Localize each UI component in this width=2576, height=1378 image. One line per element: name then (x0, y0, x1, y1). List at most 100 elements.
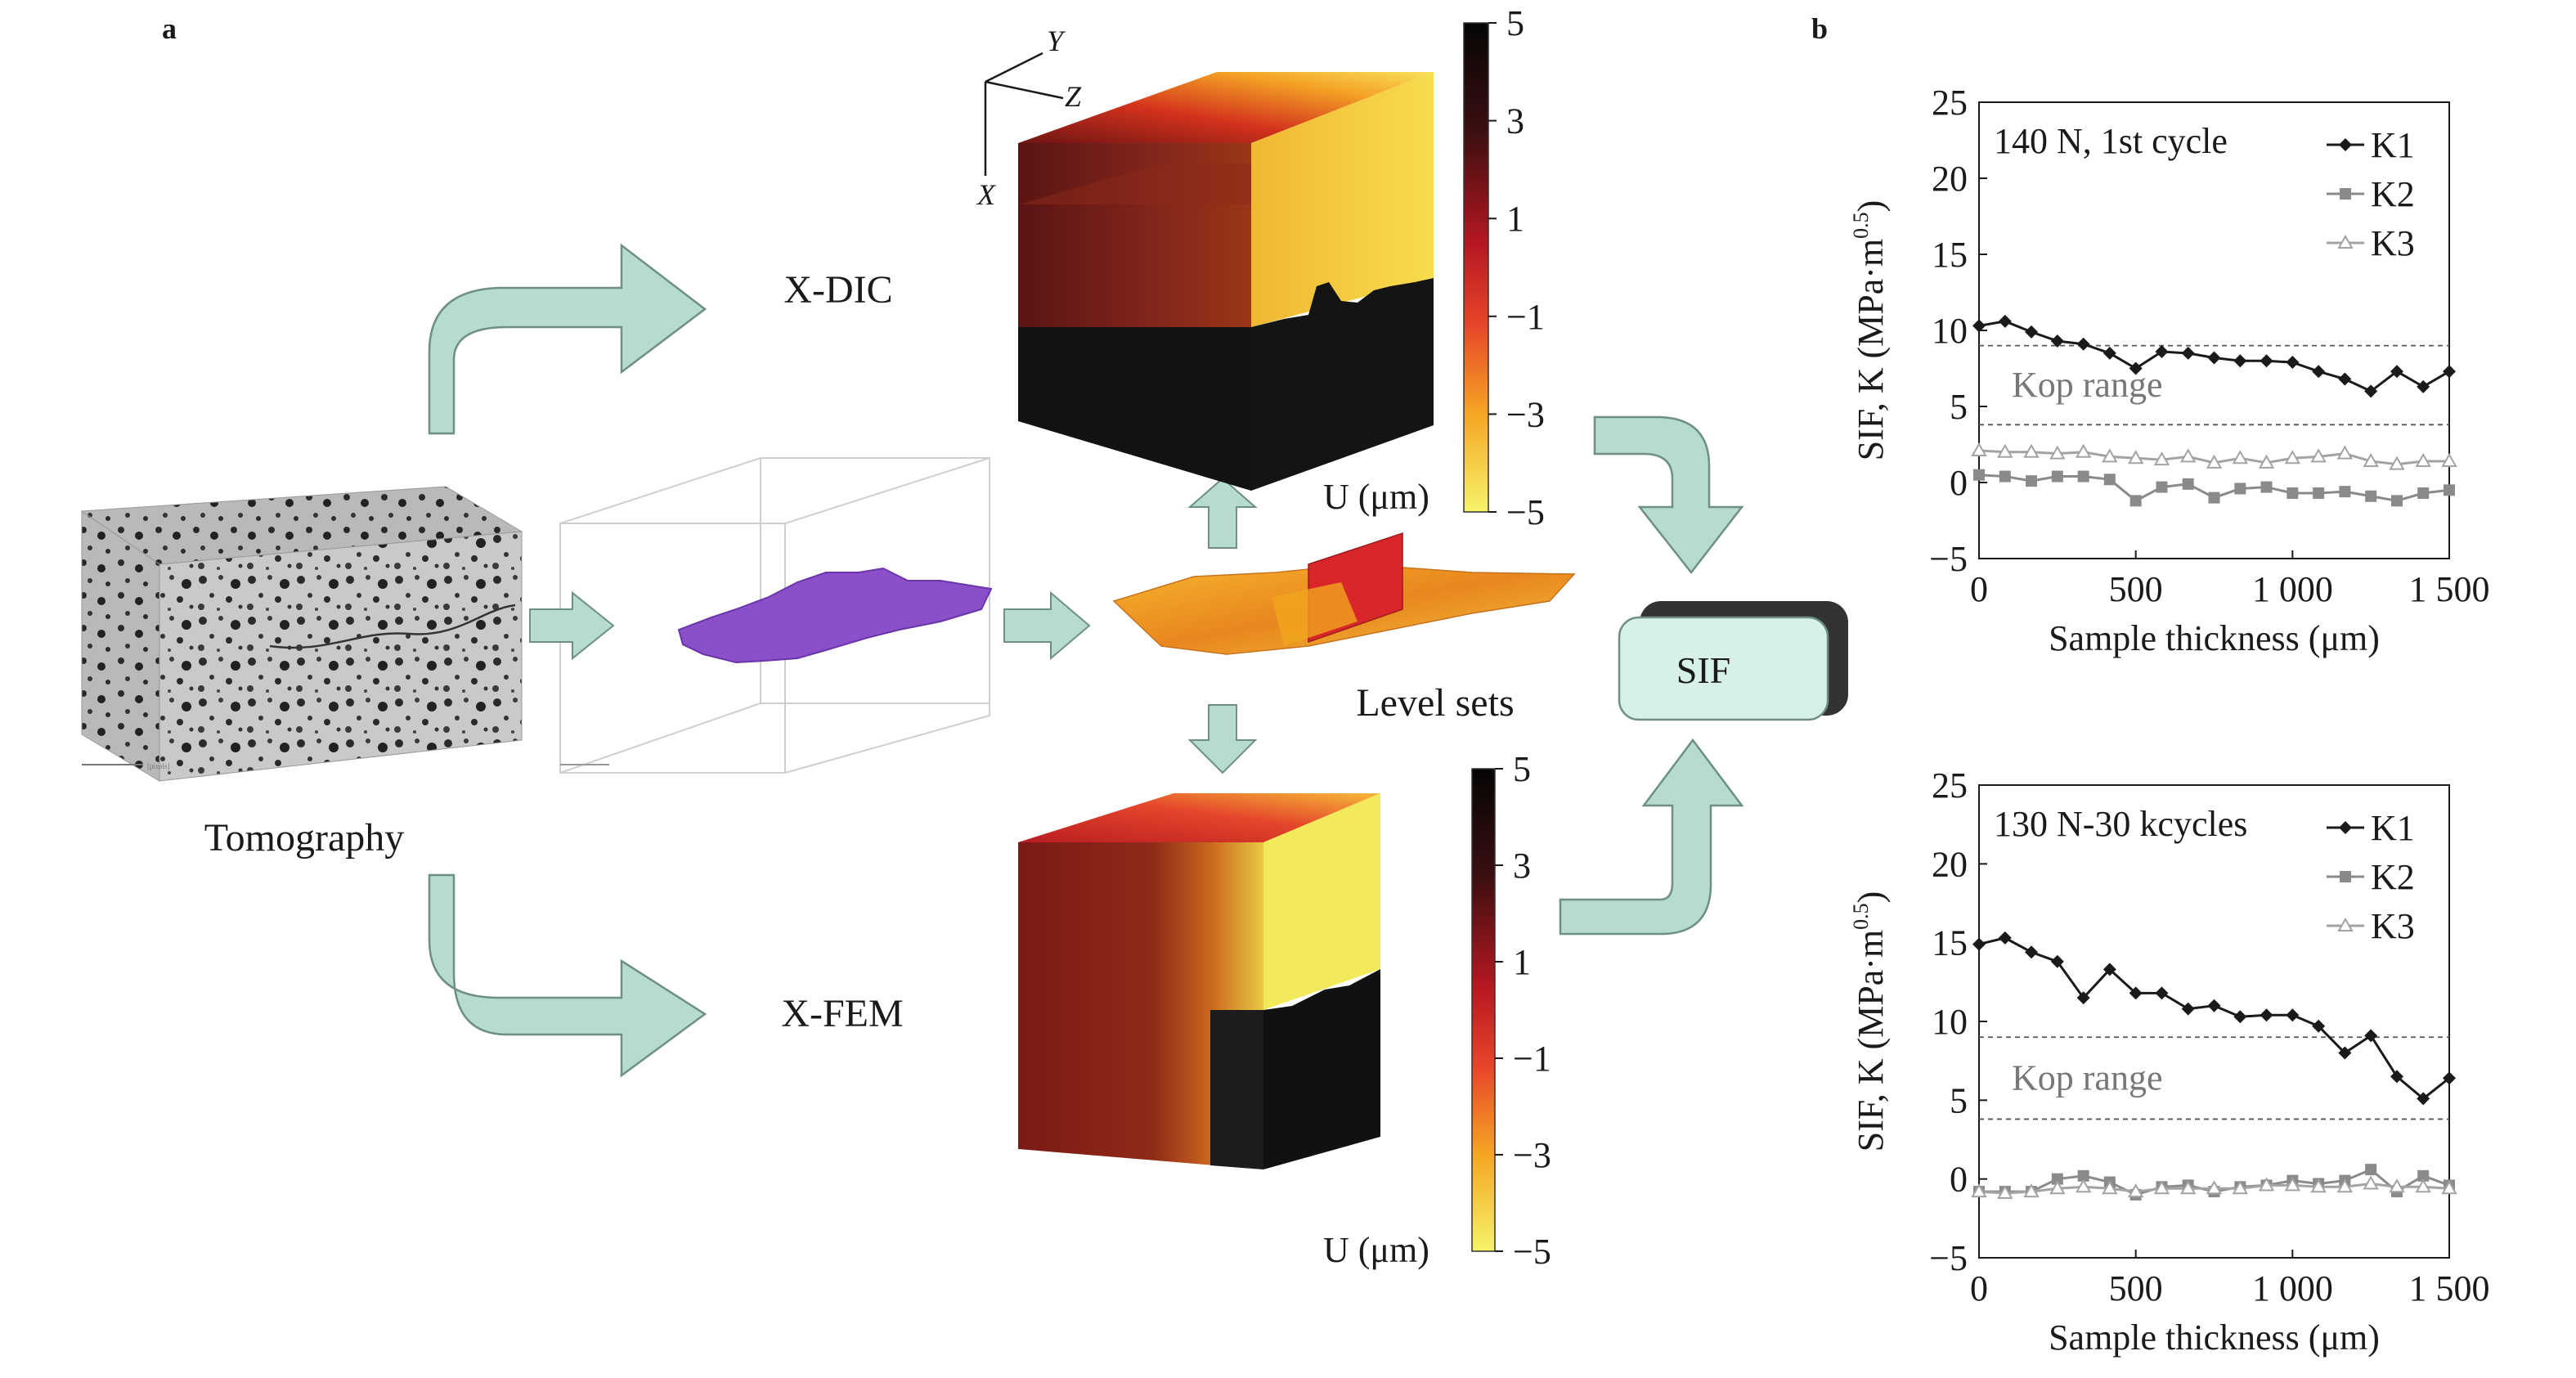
data-point (2077, 1169, 2089, 1182)
data-point (2258, 454, 2275, 469)
data-point (2155, 986, 2169, 1000)
x-tick-label: 1 500 (2409, 569, 2490, 609)
x-tick-label: 1 000 (2252, 569, 2333, 609)
arrow-tomo-to-wire (529, 590, 615, 661)
data-point (2075, 1178, 2092, 1193)
data-point (2103, 346, 2116, 360)
data-point (2260, 354, 2273, 368)
legend-label: K3 (2371, 223, 2415, 263)
arrow-to-xdic (428, 243, 707, 435)
y-tick-label: 25 (1932, 765, 1968, 806)
series-k1 (1972, 931, 2456, 1106)
data-point (2129, 361, 2143, 375)
colorbar-tick-label: −1 (1513, 1039, 1551, 1079)
data-point (2129, 495, 2142, 507)
xdic-cube (1018, 72, 1434, 491)
data-point (2417, 487, 2430, 500)
y-tick-label: 10 (1932, 1002, 1968, 1042)
x-tick-label: 500 (2109, 569, 2163, 609)
data-point (2340, 871, 2351, 882)
data-point (2233, 354, 2247, 368)
data-point (2127, 1183, 2144, 1198)
data-point (2207, 999, 2221, 1012)
data-point (2339, 138, 2352, 151)
legend-label: K2 (2371, 857, 2415, 897)
colorbar-tick-label: 5 (1506, 3, 1524, 43)
tomography-block: [pixels] (80, 486, 523, 782)
colorbar-gradient (1463, 22, 1489, 513)
panel-label-a: a (162, 12, 177, 45)
xdic-label: X-DIC (783, 268, 892, 312)
x-tick-label: 0 (1970, 1268, 1988, 1308)
data-point (2363, 452, 2379, 467)
tomography-label: Tomography (204, 816, 405, 860)
data-point (2365, 1164, 2377, 1176)
data-point (2336, 1178, 2354, 1193)
data-point (2443, 365, 2456, 379)
data-point (2049, 445, 2066, 460)
data-point (2287, 487, 2299, 500)
data-point (2076, 991, 2090, 1005)
y-tick-label: 0 (1950, 1160, 1968, 1200)
data-point (1998, 314, 2012, 328)
colorbar-tick-label: 3 (1506, 101, 1524, 141)
level-sets-label: Level sets (1356, 681, 1514, 725)
xfem-label: X-FEM (781, 992, 903, 1035)
data-point (2390, 495, 2403, 507)
colorbar-top: 531−1−3−5U (μm) (1323, 3, 1545, 532)
data-point (2310, 1178, 2327, 1193)
y-tick-label: 15 (1932, 235, 1968, 275)
y-axis-label-sup: 0.5 (1849, 903, 1873, 930)
data-point (2025, 945, 2039, 959)
y-tick-label: 5 (1950, 387, 1968, 427)
data-point (2312, 1019, 2326, 1033)
axis-z-label: Z (1065, 80, 1082, 113)
data-point (2284, 450, 2301, 465)
data-point (2364, 384, 2378, 398)
data-point (2286, 1008, 2300, 1022)
x-tick-label: 500 (2109, 1268, 2163, 1308)
legend-label: K2 (2371, 174, 2415, 214)
y-axis-label-sup: 0.5 (1849, 212, 1873, 239)
data-point (2363, 1175, 2379, 1190)
data-point (2339, 821, 2352, 834)
arrow-wire-to-levelsets (1003, 590, 1091, 661)
data-point (2365, 490, 2377, 502)
kop-range-label: Kop range (2012, 1057, 2163, 1097)
series-k1 (1972, 314, 2456, 398)
panel-label-b: b (1811, 12, 1829, 45)
data-point (2179, 1180, 2197, 1195)
colorbar-unit-label: U (μm) (1323, 477, 1429, 517)
data-point (1998, 931, 2012, 945)
data-point (2234, 483, 2246, 495)
data-point (2390, 1070, 2403, 1084)
data-point (2286, 356, 2300, 370)
y-axis-label-close: ) (1851, 200, 1891, 213)
data-point (2444, 484, 2455, 496)
data-point (2339, 486, 2351, 498)
y-axis-label-main: SIF, K (MPa·m (1851, 930, 1891, 1152)
y-axis-label: SIF, K (MPa·m0.5) (1849, 200, 1891, 461)
y-tick-label: −5 (1929, 539, 1968, 579)
data-point (2023, 443, 2040, 458)
data-point (2050, 954, 2064, 968)
data-point (2258, 1177, 2275, 1192)
data-point (1997, 443, 2013, 458)
arrow-xfem-to-sif (1559, 738, 1744, 936)
data-point (2208, 492, 2220, 504)
data-point (2232, 450, 2249, 465)
data-point (2337, 234, 2354, 249)
axis-x-label: X (976, 178, 997, 211)
data-point (2441, 452, 2457, 467)
data-point (2232, 1180, 2249, 1195)
data-point (2336, 445, 2354, 460)
arrow-levelsets-down (1187, 704, 1258, 774)
y-tick-label: 20 (1932, 844, 1968, 884)
x-axis-label: Sample thickness (μm) (2049, 1317, 2380, 1358)
data-point (2389, 1178, 2405, 1193)
data-point (2077, 470, 2089, 483)
series-k3 (1971, 442, 2457, 470)
data-point (2102, 448, 2118, 463)
